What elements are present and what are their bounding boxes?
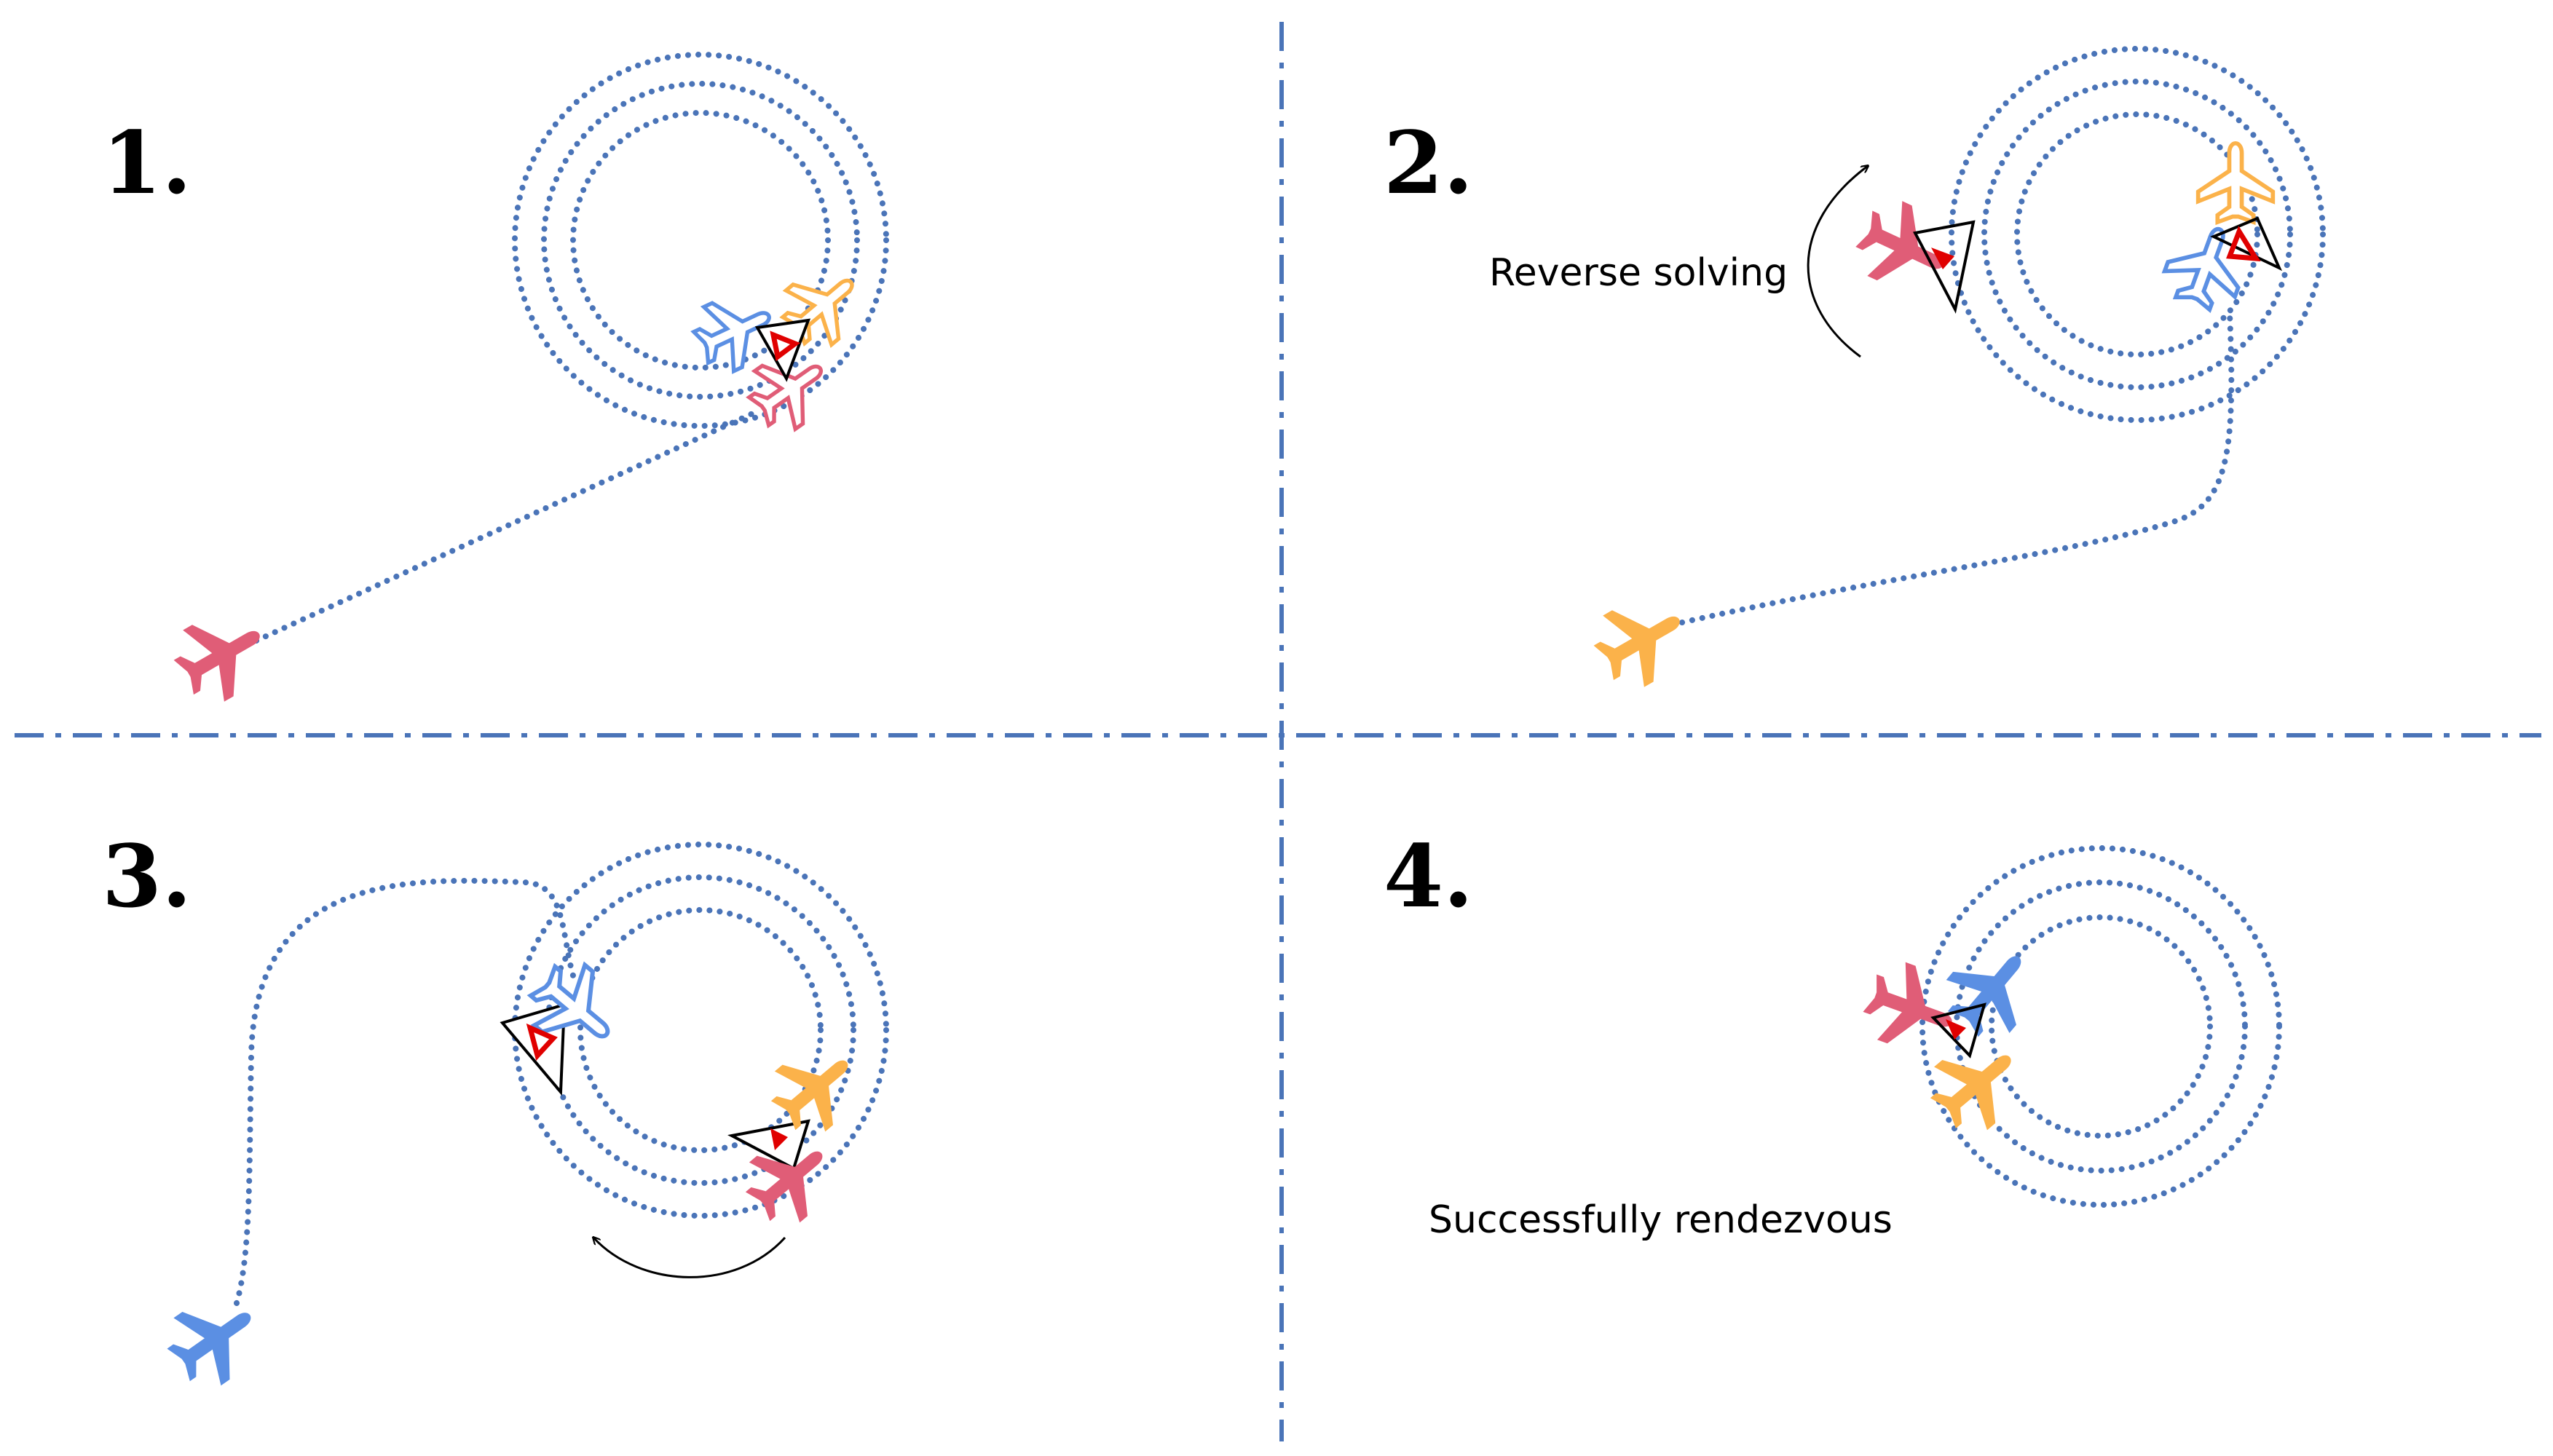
formation-triangle-icon — [1912, 220, 1976, 314]
target-marker-icon — [526, 1023, 558, 1061]
panel-4-caption: Successfully rendezvous — [1429, 1198, 1893, 1242]
target-marker-icon — [1946, 1019, 1966, 1040]
target-marker-icon — [2226, 226, 2261, 262]
panel-1: 1. — [102, 52, 889, 713]
panel-4: 4. Successfully rendezvous — [1384, 826, 2282, 1242]
approach-path — [253, 408, 760, 644]
formation-triangle-icon — [1930, 1002, 1986, 1059]
curved-arrow-icon — [1807, 166, 1868, 358]
airplane-icon — [2198, 143, 2273, 222]
curved-arrow-icon — [593, 1238, 786, 1278]
panel-2-caption: Reverse solving — [1489, 251, 1788, 295]
airplane-icon — [154, 1281, 274, 1399]
panel-2-number: 2. — [1384, 112, 1473, 213]
airplane-icon — [162, 598, 280, 713]
panel-3: 3. — [102, 826, 889, 1399]
panel-3-number: 3. — [102, 826, 192, 927]
holding-circles — [1949, 46, 2326, 423]
holding-circles — [512, 842, 889, 1219]
panel-2: 2. Reverse solving — [1384, 46, 2326, 699]
airplane-icon — [1582, 583, 1700, 699]
airplane-icon — [1916, 1025, 2037, 1145]
holding-circles — [512, 52, 889, 429]
panel-1-number: 1. — [102, 112, 192, 213]
formation-triangle-icon — [727, 1119, 810, 1171]
target-marker-icon — [1931, 248, 1954, 269]
target-marker-icon — [770, 331, 801, 362]
panel-4-number: 4. — [1384, 826, 1473, 927]
approach-path — [1679, 310, 2235, 625]
formation-triangle-icon — [2210, 216, 2283, 272]
airplane-icon — [1855, 954, 1966, 1062]
approach-path — [234, 877, 578, 1306]
target-marker-icon — [770, 1128, 788, 1150]
formation-triangle-icon — [754, 318, 811, 382]
